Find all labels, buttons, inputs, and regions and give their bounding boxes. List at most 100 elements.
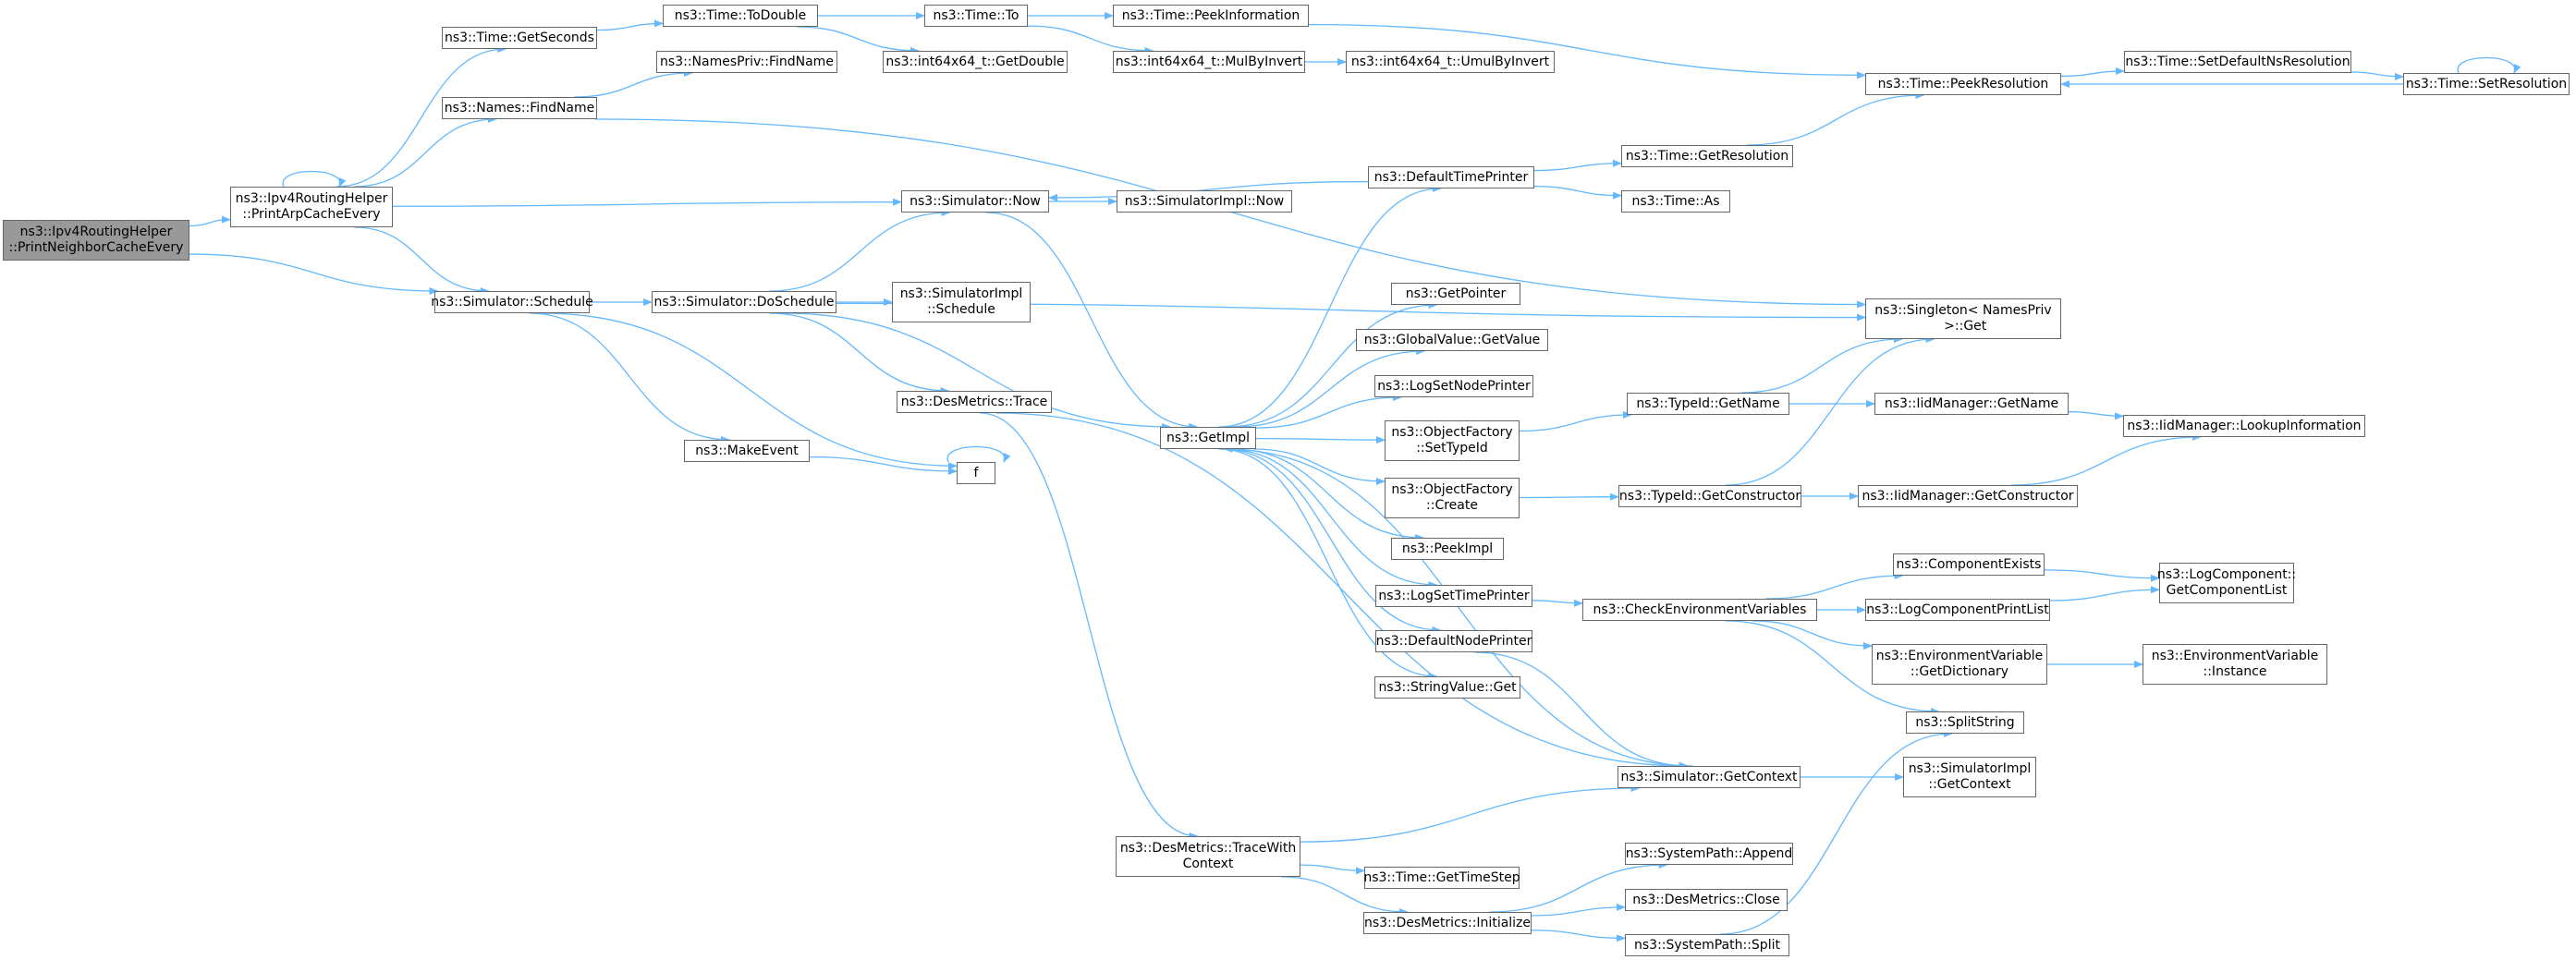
edge-n50-n52 [1281, 876, 1409, 916]
node-int64x64-umulbyinvert[interactable]: ns3::int64x64_t::UmulByInvert [1346, 51, 1555, 73]
edge-n26-n34 [1221, 448, 1442, 634]
edge-n26-n28 [1235, 347, 1426, 428]
edge-n13-n14 [2350, 71, 2404, 80]
node-logsettimeprinter[interactable]: ns3::LogSetTimePrinter [1375, 585, 1532, 607]
node-simulatorimpl-getcontext[interactable]: ns3::SimulatorImpl ::GetContext [1903, 757, 2036, 797]
node-logcomponentprintlist[interactable]: ns3::LogComponentPrintList [1865, 599, 2050, 621]
node-simulatorimpl-now[interactable]: ns3::SimulatorImpl::Now [1117, 190, 1292, 213]
node-desmetrics-trace[interactable]: ns3::DesMetrics::Trace [897, 391, 1052, 413]
node-iidmanager-lookupinformation[interactable]: ns3::IidManager::LookupInformation [2123, 415, 2365, 437]
node-systempath-append[interactable]: ns3::SystemPath::Append [1625, 843, 1793, 865]
edge-n52-n53 [1489, 861, 1668, 913]
node-singleton-get[interactable]: ns3::Singleton< NamesPriv >::Get [1865, 298, 2061, 339]
node-typeid-getname[interactable]: ns3::TypeId::GetName [1627, 393, 1789, 415]
node-getpointer[interactable]: ns3::GetPointer [1391, 283, 1520, 305]
edge-n41-n45 [1752, 620, 1873, 650]
node-time-setresolution[interactable]: ns3::Time::SetResolution [2403, 73, 2570, 95]
edge-n11-n10 [574, 69, 693, 98]
edge-n26-n18 [1218, 185, 1442, 428]
node-time-peekresolution[interactable]: ns3::Time::PeekResolution [1865, 73, 2061, 95]
edge-n6-n12 [1308, 23, 1866, 79]
edge-n43-n44 [2049, 586, 2160, 602]
node-splitstring[interactable]: ns3::SplitString [1906, 711, 2024, 734]
edge-n18-n16 [1048, 180, 1369, 201]
node-objectfactory-settypeid[interactable]: ns3::ObjectFactory ::SetTypeId [1385, 420, 1520, 461]
edge-n34-n48 [1474, 651, 1690, 770]
edge-n41-n47 [1726, 620, 1940, 715]
edge-n39-n40 [2011, 433, 2202, 486]
node-environmentvariable-getdictionary[interactable]: ns3::EnvironmentVariable ::GetDictionary [1872, 644, 2047, 685]
node-time-getseconds[interactable]: ns3::Time::GetSeconds [442, 27, 597, 49]
edge-n25-n25 [946, 445, 1011, 463]
edge-n23-n48 [995, 412, 1689, 770]
edge-n50-n51 [1300, 864, 1365, 875]
edge-n21-n26 [781, 312, 1172, 431]
node-simulatorimpl-schedule[interactable]: ns3::SimulatorImpl ::Schedule [892, 282, 1031, 322]
edge-n37-n15 [1726, 335, 1935, 486]
node-iidmanager-getconstructor[interactable]: ns3::IidManager::GetConstructor [1858, 485, 2078, 507]
edge-n1-n16 [392, 198, 902, 207]
edge-n2-n25 [542, 312, 958, 470]
edge-n16-n26 [985, 212, 1199, 431]
node-printarpcacheevery[interactable]: ns3::Ipv4RoutingHelper ::PrintArpCacheEv… [230, 187, 393, 227]
node-time-setdefaultnsresolution[interactable]: ns3::Time::SetDefaultNsResolution [2124, 51, 2351, 73]
node-typeid-getconstructor[interactable]: ns3::TypeId::GetConstructor [1618, 485, 1801, 507]
edge-n3-n4 [596, 19, 664, 31]
node-simulator-now[interactable]: ns3::Simulator::Now [901, 190, 1049, 213]
node-simulator-doschedule[interactable]: ns3::Simulator::DoSchedule [652, 291, 836, 313]
edge-n26-n33 [1225, 448, 1438, 589]
node-peekimpl[interactable]: ns3::PeekImpl [1391, 538, 1504, 560]
node-componentexists[interactable]: ns3::ComponentExists [1893, 553, 2045, 576]
node-int64x64-mulbyinvert[interactable]: ns3::int64x64_t::MulByInvert [1113, 51, 1305, 73]
node-printneighborcacheevery: ns3::Ipv4RoutingHelper ::PrintNeighborCa… [3, 220, 189, 261]
node-defaulttimeprinter[interactable]: ns3::DefaultTimePrinter [1368, 166, 1534, 188]
node-time-as[interactable]: ns3::Time::As [1621, 190, 1730, 213]
edge-n1-n11 [354, 115, 497, 188]
node-simulator-getcontext[interactable]: ns3::Simulator::GetContext [1618, 766, 1801, 788]
edge-n26-n31 [1252, 448, 1386, 486]
node-systempath-split[interactable]: ns3::SystemPath::Split [1625, 934, 1789, 956]
edges-layer [189, 12, 2521, 942]
node-desmetrics-close[interactable]: ns3::DesMetrics::Close [1625, 889, 1788, 911]
edge-n48-n26 [1223, 445, 1693, 767]
node-logsetnodeprinter[interactable]: ns3::LogSetNodePrinter [1374, 375, 1533, 397]
node-logcomponent-getcomponentlist[interactable]: ns3::LogComponent:: GetComponentList [2157, 563, 2296, 603]
edge-n26-n27 [1227, 301, 1438, 428]
node-globalvalue-getvalue[interactable]: ns3::GlobalValue::GetValue [1356, 329, 1548, 351]
node-defaultnodeprinter[interactable]: ns3::DefaultNodePrinter [1375, 630, 1532, 652]
edge-n1-n2 [354, 226, 490, 295]
edge-n50-n48 [1300, 784, 1641, 843]
node-objectfactory-create[interactable]: ns3::ObjectFactory ::Create [1385, 478, 1520, 518]
node-time-todouble[interactable]: ns3::Time::ToDouble [663, 5, 818, 27]
node-time-getresolution[interactable]: ns3::Time::GetResolution [1621, 145, 1793, 167]
edge-n52-n54 [1531, 903, 1626, 917]
node-namespriv-findname[interactable]: ns3::NamesPriv::FindName [656, 51, 837, 73]
edge-n26-n29 [1255, 394, 1402, 429]
node-time-to[interactable]: ns3::Time::To [924, 5, 1028, 27]
node-environmentvariable-instance[interactable]: ns3::EnvironmentVariable ::Instance [2143, 644, 2327, 685]
node-time-gettimestep[interactable]: ns3::Time::GetTimeStep [1363, 867, 1520, 889]
edge-n0-n1 [189, 215, 231, 227]
edge-n21-n15 [836, 302, 1866, 322]
node-iidmanager-getname[interactable]: ns3::IidManager::GetName [1874, 393, 2069, 415]
edge-n33-n41 [1532, 599, 1583, 607]
edge-n18-n20 [1533, 185, 1622, 200]
edge-n1-n3 [336, 45, 507, 188]
node-f[interactable]: f [957, 462, 995, 484]
edge-n2-n24 [529, 312, 731, 444]
node-simulator-schedule[interactable]: ns3::Simulator::Schedule [431, 291, 593, 313]
node-names-findname[interactable]: ns3::Names::FindName [442, 97, 597, 119]
edge-n52-n55 [1531, 930, 1626, 942]
node-desmetrics-tracewithcontext[interactable]: ns3::DesMetrics::TraceWith Context [1116, 836, 1300, 877]
node-checkenvironmentvariables[interactable]: ns3::CheckEnvironmentVariables [1582, 599, 1817, 621]
node-makeevent[interactable]: ns3::MakeEvent [684, 440, 810, 462]
edge-n36-n15 [1740, 335, 1903, 394]
node-time-peekinformation[interactable]: ns3::Time::PeekInformation [1113, 5, 1309, 27]
edge-n19-n12 [1746, 91, 1925, 146]
node-stringvalue-get[interactable]: ns3::StringValue::Get [1374, 676, 1520, 699]
node-int64x64-getdouble[interactable]: ns3::int64x64_t::GetDouble [883, 51, 1068, 73]
edge-n12-n13 [2060, 67, 2125, 78]
node-getimpl[interactable]: ns3::GetImpl [1160, 427, 1256, 449]
node-desmetrics-initialize[interactable]: ns3::DesMetrics::Initialize [1363, 912, 1532, 934]
